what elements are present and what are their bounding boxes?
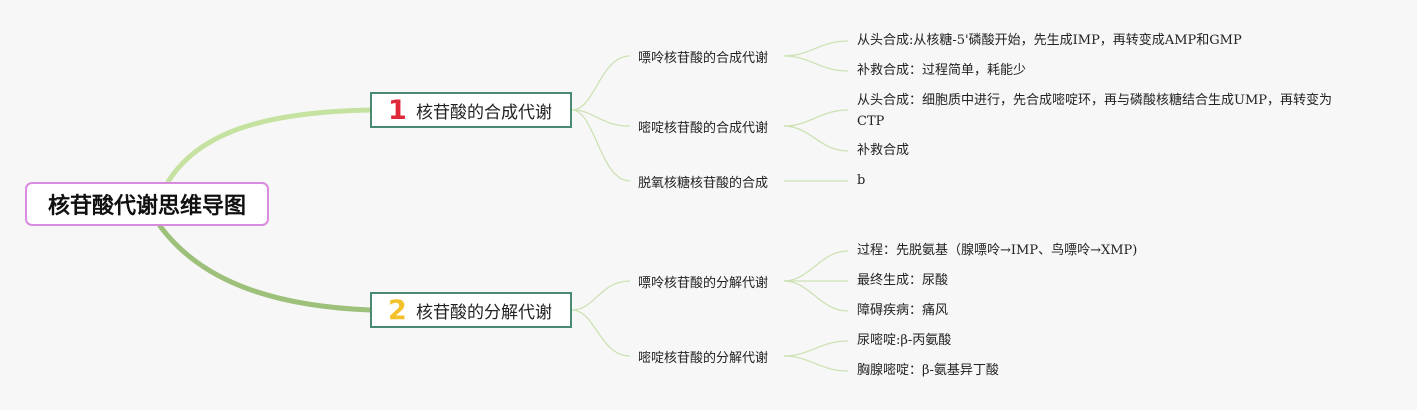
subtopic-pyrimidine-synthesis[interactable]: 嘧啶核苷酸的合成代谢 [638, 121, 769, 136]
sub-2-link-leaf-1 [783, 109, 849, 127]
branch-2-link-sub-2 [571, 309, 631, 357]
branch-2-link-sub-1 [571, 280, 631, 311]
root-to-branch-1-link [165, 107, 373, 185]
root-node[interactable]: 核苷酸代谢思维导图 [25, 182, 269, 226]
root-title: 核苷酸代谢思维导图 [47, 194, 246, 219]
leaf-node[interactable]: 胸腺嘧啶：β-氨基异丁酸 [857, 363, 999, 378]
subtopic-purine-decomposition[interactable]: 嘌呤核苷酸的分解代谢 [638, 276, 769, 291]
leaf-node[interactable]: 过程：先脱氨基（腺嘌呤→IMP、鸟嘌呤→XMP) [857, 243, 1138, 258]
branch-label: 核苷酸的合成代谢 [416, 102, 552, 123]
leaf-node[interactable]: 从头合成:从核糖-5'磷酸开始，先生成IMP，再转变成AMP和GMP [857, 33, 1242, 48]
leaf-node[interactable]: 尿嘧啶:β-丙氨酸 [857, 333, 952, 348]
sub-5-link-leaf-2 [783, 355, 849, 372]
leaf-node[interactable]: b [857, 173, 866, 188]
subtopic-pyrimidine-decomposition[interactable]: 嘧啶核苷酸的分解代谢 [638, 351, 769, 366]
leaf-node[interactable]: 从头合成：细胞质中进行，先合成嘧啶环，再与磷酸核糖结合生成UMP，再转变为CTP [857, 93, 1333, 129]
branch-1-link-sub-1 [571, 55, 631, 111]
root-to-branch-2-link [157, 223, 373, 313]
sub-1-link-leaf-2 [783, 55, 849, 72]
subtopic-purine-synthesis[interactable]: 嘌呤核苷酸的合成代谢 [638, 51, 769, 66]
branch-number-2: 2 [388, 294, 407, 326]
branch-number-1: 1 [388, 94, 407, 126]
branch-node-decomposition[interactable]: 2 核苷酸的分解代谢 [370, 292, 572, 328]
sub-2-link-leaf-2 [783, 125, 849, 152]
leaf-node[interactable]: 补救合成：过程简单，耗能少 [857, 63, 1027, 78]
leaf-node[interactable]: 障碍疾病：痛风 [857, 303, 949, 318]
sub-5-link-leaf-1 [783, 340, 849, 357]
leaf-node[interactable]: 最终生成：尿酸 [857, 273, 949, 288]
branch-1-link-sub-2 [571, 109, 631, 127]
sub-4-link-leaf-1 [783, 250, 849, 282]
sub-4-link-leaf-3 [783, 280, 849, 312]
leaf-node[interactable]: 补救合成 [857, 143, 910, 158]
branch-1-link-sub-3 [571, 109, 631, 182]
branch-node-synthesis[interactable]: 1 核苷酸的合成代谢 [370, 92, 572, 128]
branch-label: 核苷酸的分解代谢 [416, 302, 552, 323]
subtopic-deoxyribonucleotide-synthesis[interactable]: 脱氧核糖核苷酸的合成 [638, 176, 769, 191]
sub-1-link-leaf-1 [783, 40, 849, 57]
